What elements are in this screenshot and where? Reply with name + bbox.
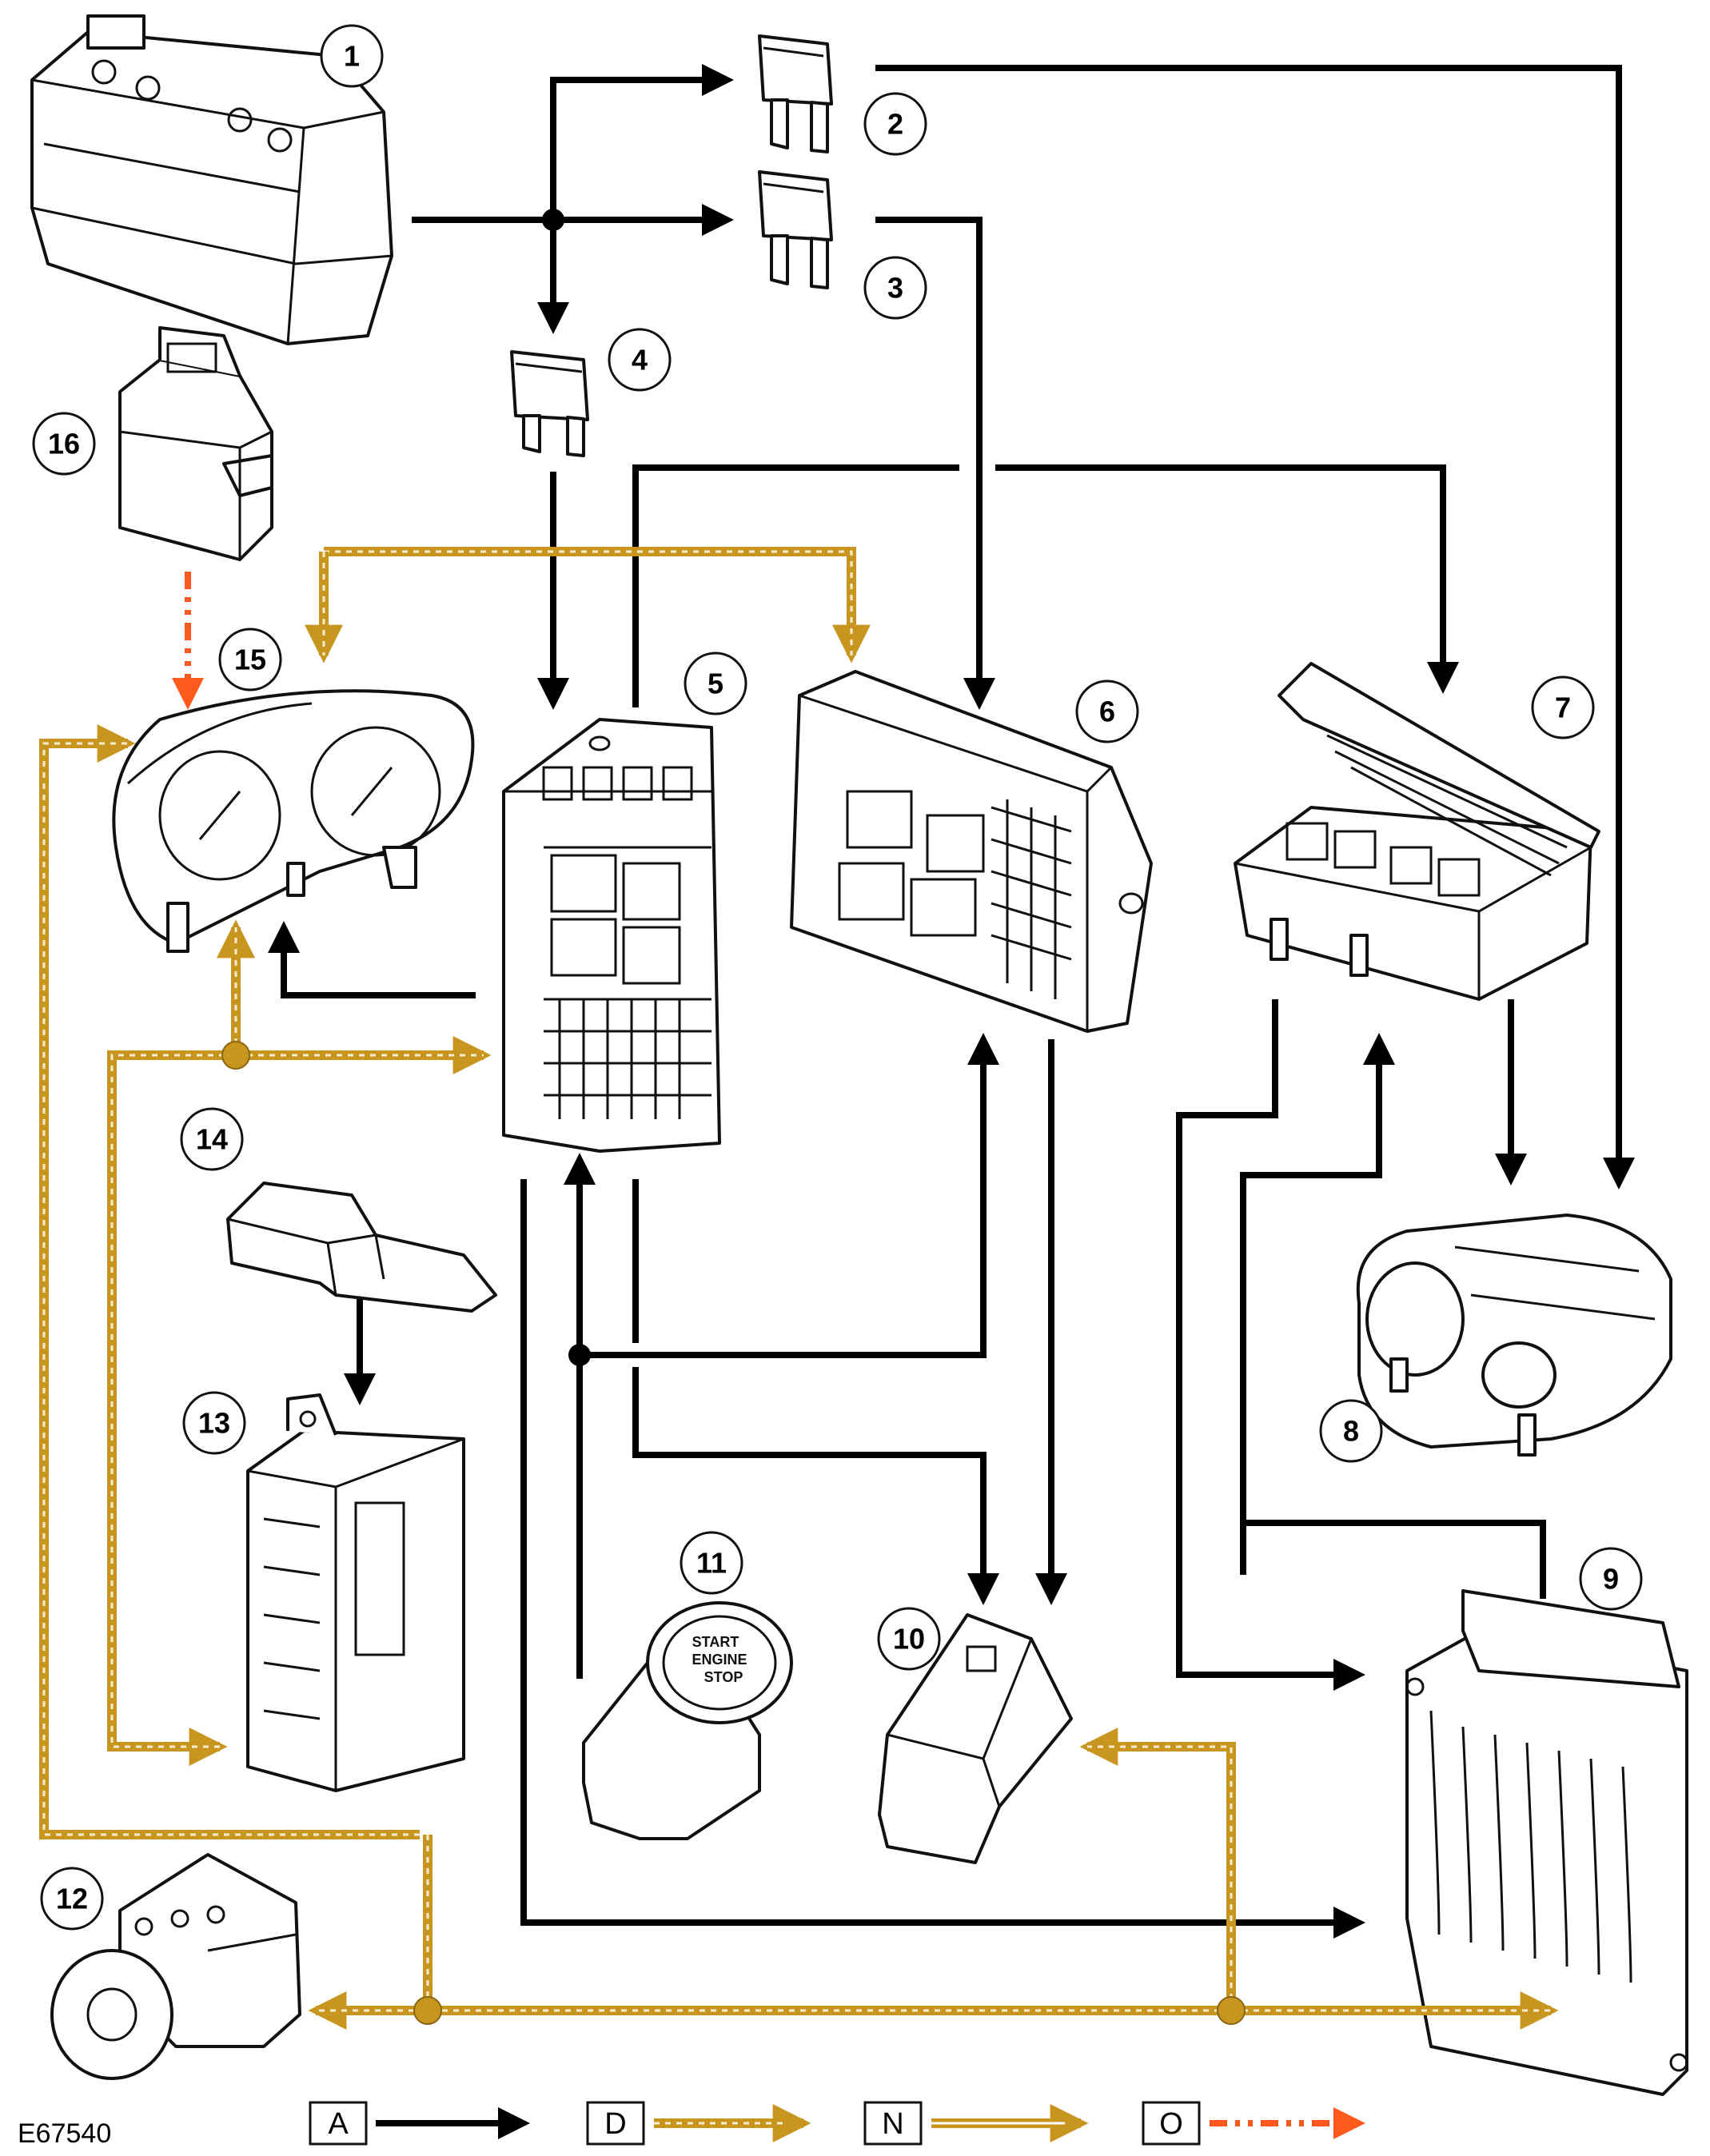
figure-id: E67540: [18, 2118, 111, 2149]
svg-text:6: 6: [1099, 695, 1115, 728]
central-junction-box: [502, 718, 721, 1153]
svg-text:8: 8: [1343, 1415, 1359, 1448]
svg-text:1: 1: [344, 40, 360, 73]
callout-12: 12: [40, 1867, 104, 1931]
svg-text:11: 11: [696, 1547, 727, 1580]
svg-text:4: 4: [632, 344, 648, 377]
legend-key-a: A: [328, 2107, 349, 2141]
svg-text:10: 10: [893, 1623, 925, 1656]
keyless-module: [118, 326, 273, 561]
svg-text:16: 16: [48, 428, 80, 460]
callout-5: 5: [684, 652, 747, 715]
engine-label: ENGINE: [692, 1652, 747, 1668]
svg-text:9: 9: [1603, 1563, 1619, 1596]
callout-16: 16: [32, 412, 96, 476]
svg-text:12: 12: [56, 1883, 88, 1915]
abs-module: [50, 1853, 301, 2080]
callout-13: 13: [182, 1391, 246, 1455]
svg-text:3: 3: [887, 272, 903, 305]
junction-dot-battery: [542, 209, 564, 231]
stop-label: STOP: [704, 1669, 743, 1685]
module-13: [246, 1393, 465, 1792]
engine-control-module: [1405, 1589, 1688, 2096]
callout-8: 8: [1319, 1399, 1383, 1463]
callout-3: 3: [863, 256, 927, 320]
starter-motor: [1356, 1213, 1672, 1457]
callout-7: 7: [1531, 675, 1595, 739]
legend-key-n: N: [882, 2107, 903, 2141]
fuse-3: [758, 170, 833, 289]
legend-item-n: N: [863, 2101, 1089, 2146]
legend-key-o: O: [1159, 2107, 1183, 2141]
hardwired-connections: [268, 64, 1635, 1939]
junction-dot-switch: [568, 1344, 591, 1366]
legend-item-d: D: [586, 2101, 811, 2146]
callout-10: 10: [877, 1607, 941, 1671]
fuse-2: [758, 34, 833, 153]
start-stop-switch: START ENGINE STOP: [582, 1601, 793, 1840]
callout-2: 2: [863, 92, 927, 156]
legend-key-d: D: [604, 2107, 626, 2141]
callout-9: 9: [1579, 1547, 1643, 1611]
svg-text:15: 15: [234, 644, 266, 676]
svg-text:14: 14: [196, 1123, 228, 1156]
callout-4: 4: [608, 328, 672, 392]
callout-14: 14: [180, 1107, 244, 1171]
can-node-abs: [413, 1996, 442, 2025]
keyless-antenna: [226, 1182, 497, 1313]
battery: [30, 14, 393, 345]
svg-text:2: 2: [887, 108, 903, 141]
can-bus-connections: [39, 547, 1559, 2030]
svg-text:7: 7: [1555, 691, 1571, 724]
instrument-cluster: [112, 689, 475, 953]
can-node-ecm: [1217, 1996, 1246, 2025]
legend-item-a: A: [309, 2101, 530, 2146]
rear-junction-box: [790, 670, 1153, 1033]
legend: A D N O: [309, 2101, 1365, 2146]
can-node-cluster: [221, 1041, 250, 1070]
svg-text:13: 13: [198, 1407, 230, 1440]
callout-15: 15: [218, 628, 282, 691]
callout-6: 6: [1075, 679, 1139, 743]
callout-1: 1: [320, 24, 384, 88]
callout-11: 11: [680, 1531, 743, 1595]
engine-junction-box: [1234, 662, 1600, 1001]
fuse-4: [510, 350, 589, 457]
legend-item-o: O: [1142, 2101, 1365, 2146]
module-10: [878, 1613, 1073, 1864]
start-label: START: [692, 1634, 739, 1650]
svg-text:5: 5: [708, 668, 723, 700]
